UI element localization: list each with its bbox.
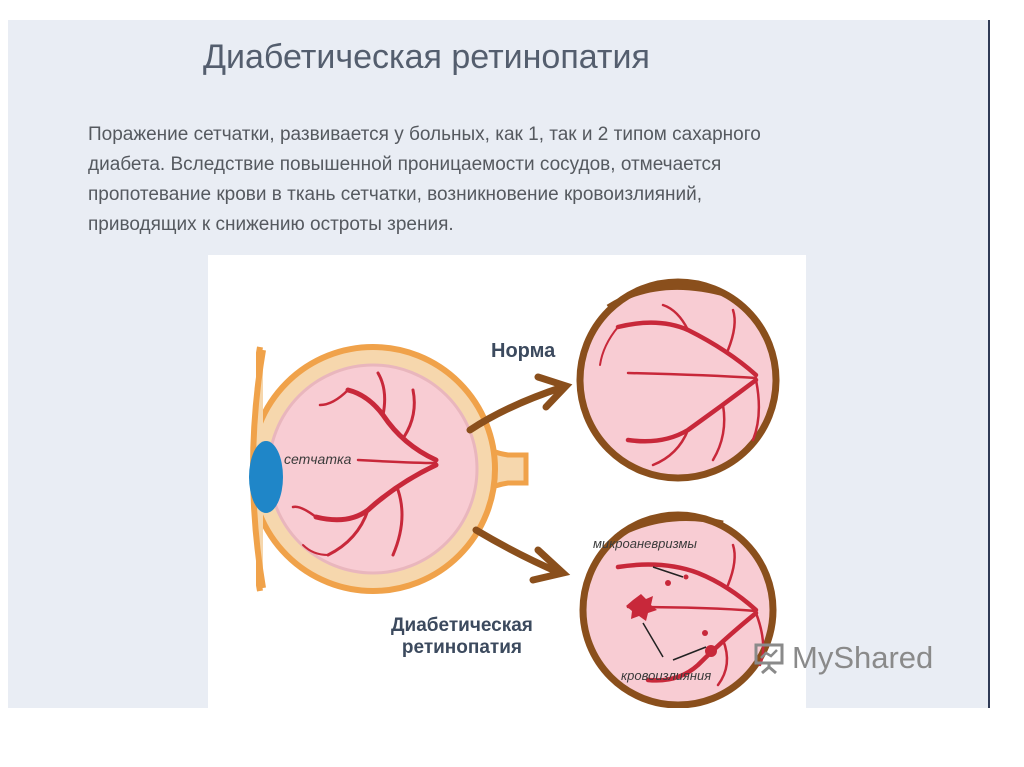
diabetic-label-line2: ретинопатия: [401, 637, 522, 658]
slide-paragraph: Поражение сетчатки, развивается у больны…: [88, 120, 928, 240]
hemorrhages-label: кровоизлияния: [621, 668, 712, 683]
diabetic-fundus-icon: [579, 511, 777, 708]
eye-cross-section-icon: [228, 335, 529, 605]
microaneurysms-label: микроаневризмы: [593, 536, 697, 551]
hemorrhage-icon: [626, 574, 717, 657]
arrow-icon: [466, 373, 573, 584]
normal-fundus-icon: [576, 278, 780, 482]
paragraph-line: приводящих к снижению остроты зрения.: [88, 214, 454, 235]
slide: Диабетическая ретинопатия Поражение сетч…: [8, 20, 990, 708]
myshared-watermark: MyShared: [752, 640, 933, 676]
paragraph-line: диабета. Вследствие повышенной проницаем…: [88, 154, 722, 175]
slide-title: Диабетическая ретинопатия: [203, 38, 650, 76]
retina-label: сетчатка: [284, 451, 352, 467]
diabetic-label-line1: Диабетическая: [391, 615, 533, 636]
retinopathy-figure: Норма Диабетическая ретинопатия сетчатка…: [208, 255, 806, 708]
presentation-board-icon: [754, 643, 784, 675]
eye-diagram: [228, 278, 780, 708]
paragraph-line: пропотевание крови в ткань сетчатки, воз…: [88, 184, 702, 205]
normal-label: Норма: [491, 340, 556, 362]
paragraph-line: Поражение сетчатки, развивается у больны…: [88, 124, 761, 145]
diabetic-retinopathy-label: Диабетическая ретинопатия: [391, 615, 533, 659]
watermark-text: MyShared: [792, 640, 934, 675]
